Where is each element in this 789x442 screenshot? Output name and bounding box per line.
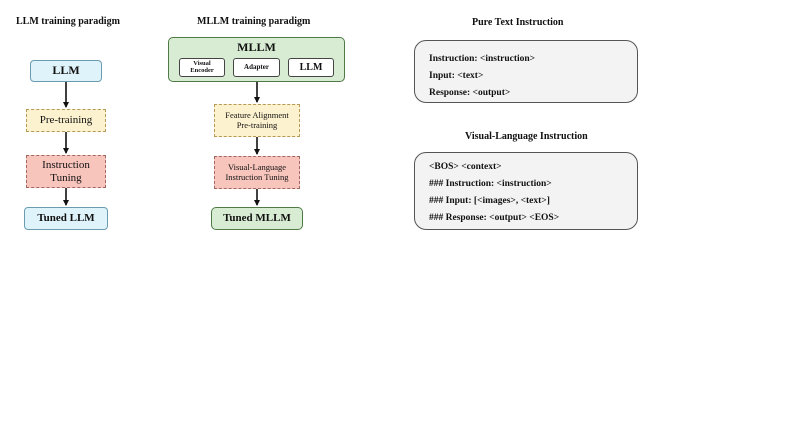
feature-alignment-line1: Feature Alignment bbox=[225, 109, 289, 120]
vl-instruction-title: Visual-Language Instruction bbox=[465, 131, 588, 142]
adapter-box: Adapter bbox=[233, 58, 280, 77]
vl-instruction-tuning-box: Visual-Language Instruction Tuning bbox=[214, 156, 300, 189]
mllm-label: MLLM bbox=[237, 40, 276, 54]
vl-instruction-line: ### Response: <output> <EOS> bbox=[429, 213, 560, 223]
vl-instruction-line: ### Instruction: <instruction> bbox=[429, 179, 552, 189]
tuned-mllm-box: Tuned MLLM bbox=[211, 207, 303, 230]
mllm-paradigm-title: MLLM training paradigm bbox=[197, 16, 311, 27]
inner-llm-box: LLM bbox=[288, 58, 334, 77]
feature-alignment-line2: Pre-training bbox=[236, 119, 278, 130]
vl-tuning-line2: Instruction Tuning bbox=[225, 171, 289, 182]
instruction-tuning-line1: Instruction bbox=[42, 158, 90, 171]
mllm-container: MLLM Visual Encoder Adapter LLM bbox=[168, 37, 345, 82]
pure-text-line: Input: <text> bbox=[429, 71, 484, 81]
pure-text-title: Pure Text Instruction bbox=[472, 17, 564, 28]
pure-text-line: Instruction: <instruction> bbox=[429, 54, 536, 64]
vl-instruction-line: ### Input: [<images>, <text>] bbox=[429, 196, 550, 206]
pretraining-box: Pre-training bbox=[26, 109, 106, 132]
pure-text-line: Response: <output> bbox=[429, 88, 511, 98]
tuned-llm-box: Tuned LLM bbox=[24, 207, 108, 230]
vl-instruction-panel: <BOS> <context> ### Instruction: <instru… bbox=[414, 152, 638, 230]
instruction-tuning-box: Instruction Tuning bbox=[26, 155, 106, 188]
visual-encoder-box: Visual Encoder bbox=[179, 58, 225, 77]
visual-encoder-line2: Encoder bbox=[190, 66, 214, 74]
feature-alignment-box: Feature Alignment Pre-training bbox=[214, 104, 300, 137]
vl-instruction-line: <BOS> <context> bbox=[429, 162, 502, 172]
instruction-tuning-line2: Tuning bbox=[50, 171, 82, 184]
visual-encoder-line1: Visual bbox=[193, 59, 211, 67]
pure-text-panel: Instruction: <instruction> Input: <text>… bbox=[414, 40, 638, 103]
vl-tuning-line1: Visual-Language bbox=[227, 161, 287, 172]
llm-paradigm-title: LLM training paradigm bbox=[16, 16, 120, 27]
llm-box: LLM bbox=[30, 60, 102, 82]
